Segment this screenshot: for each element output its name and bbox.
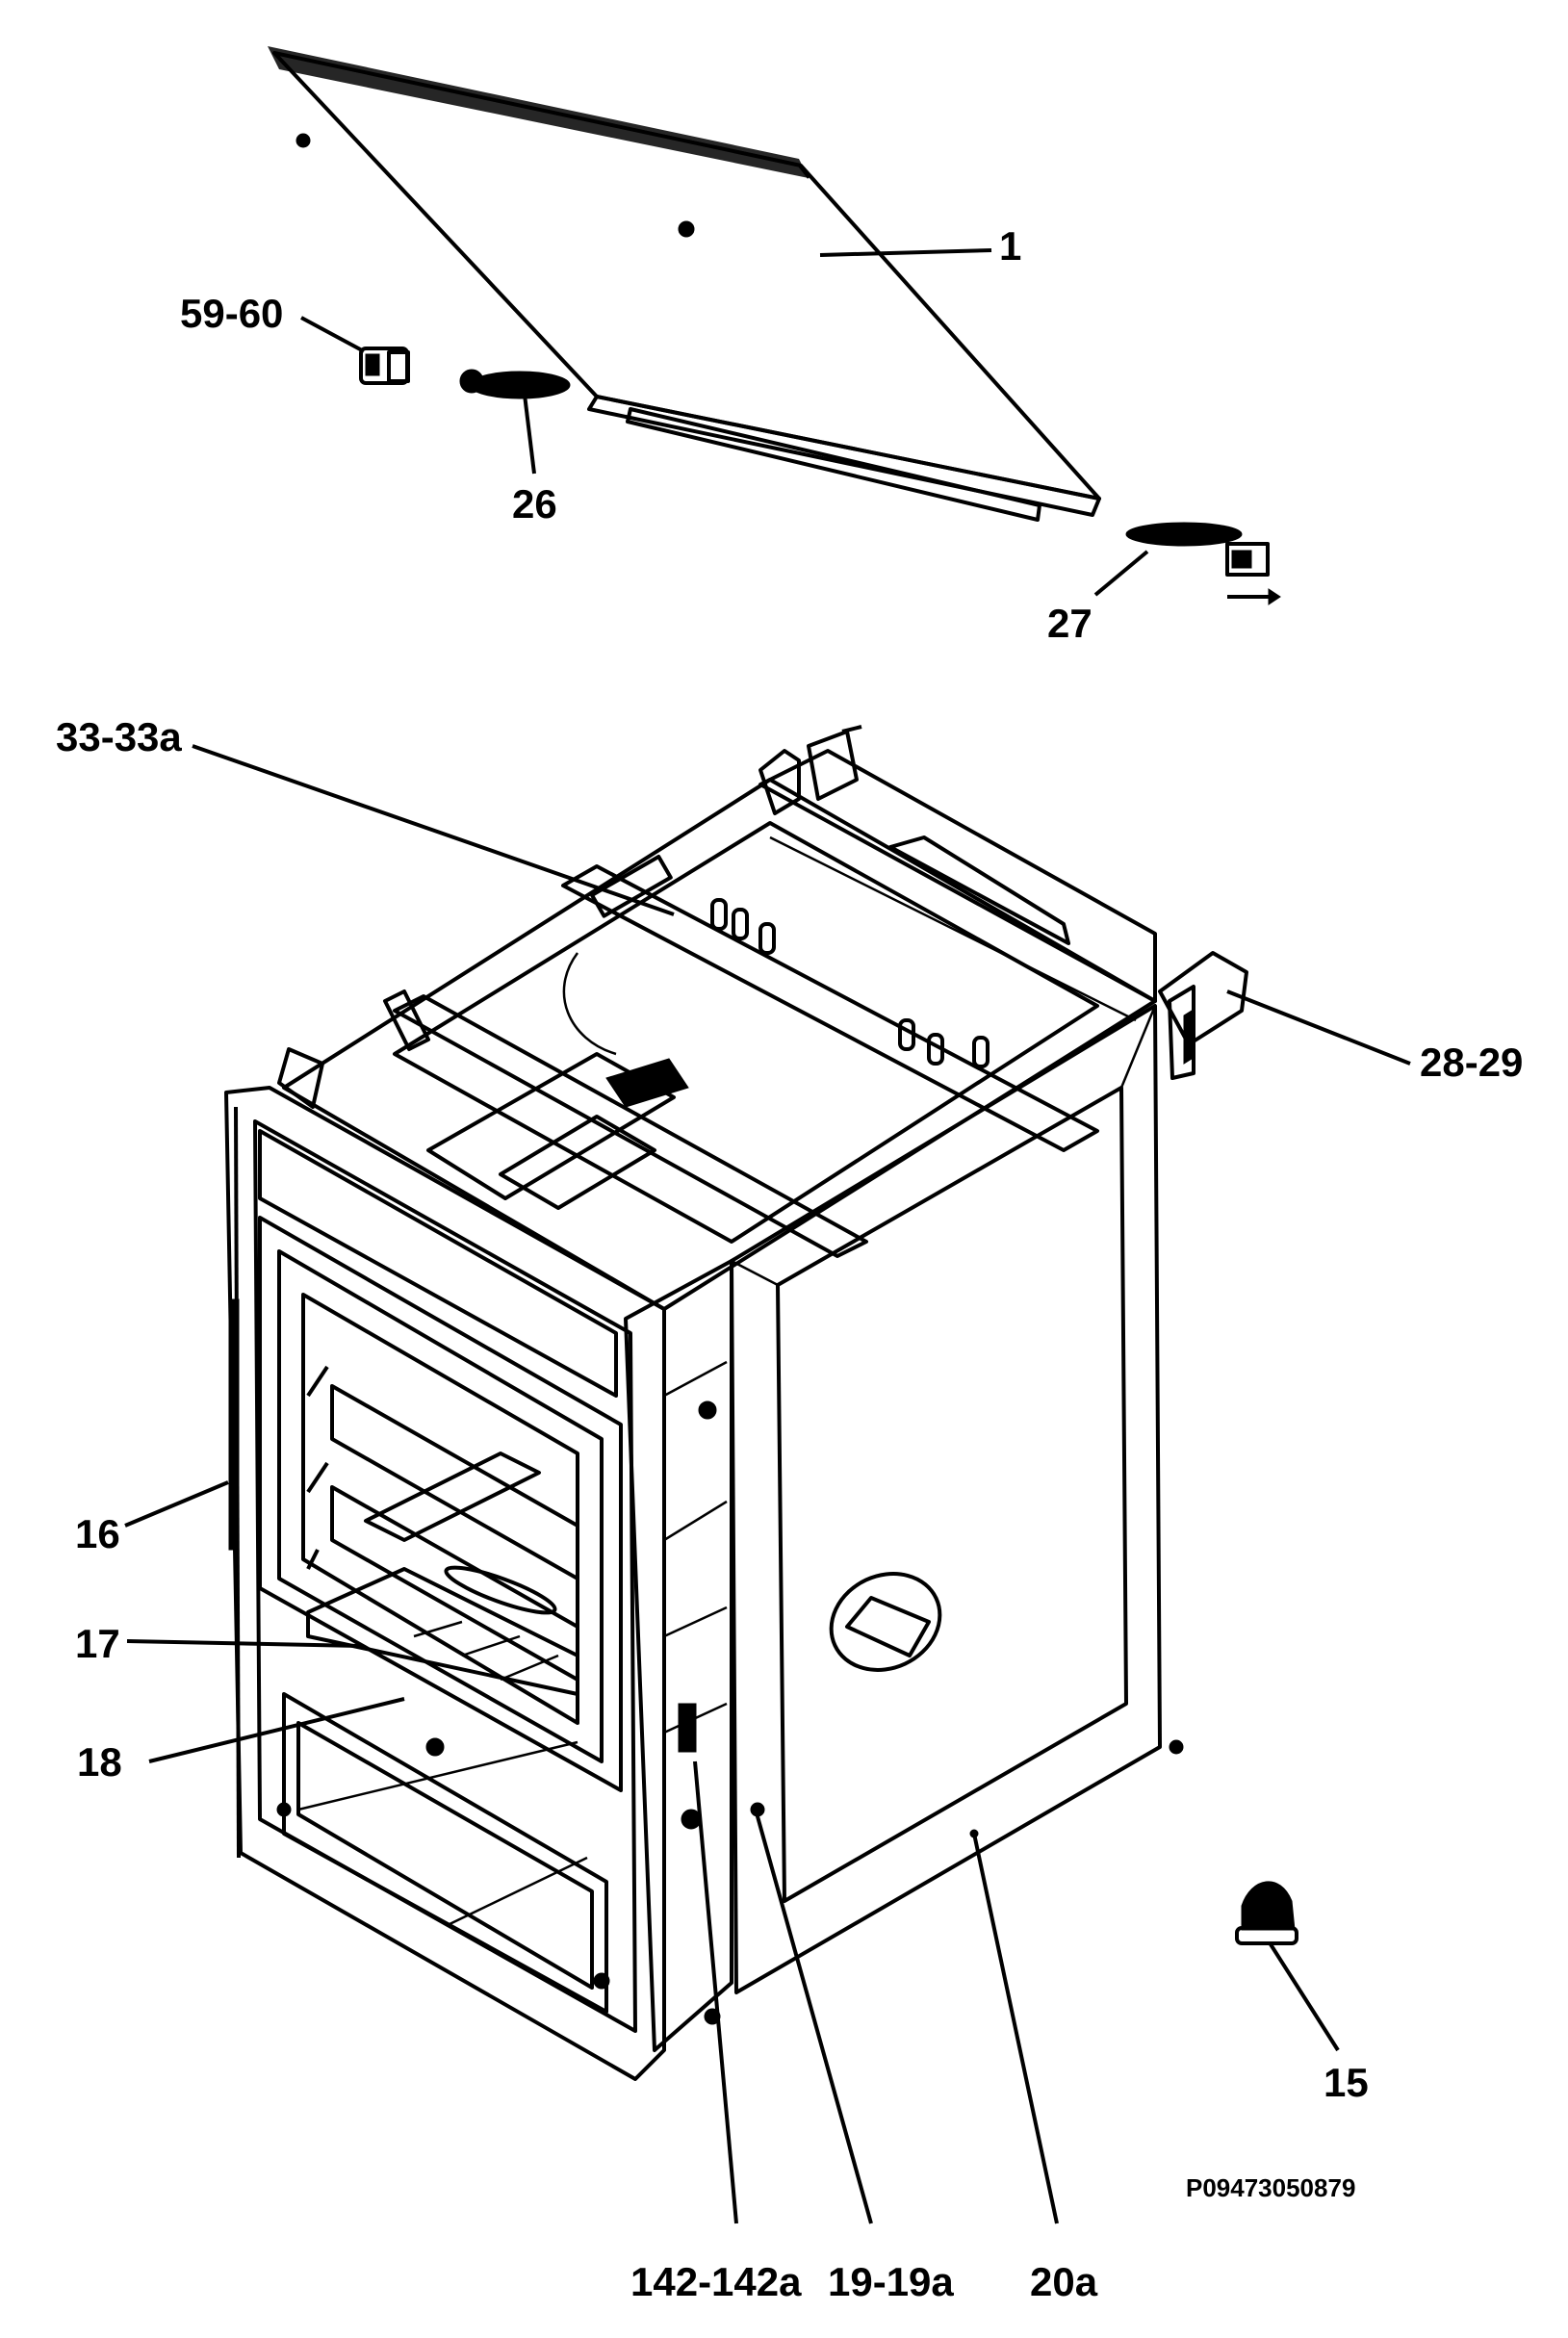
label-part-16: 16 xyxy=(75,1511,120,1556)
label-part-18: 18 xyxy=(77,1739,122,1785)
label-part-27: 27 xyxy=(1047,601,1092,646)
label-part-59-60: 59-60 xyxy=(180,291,283,336)
label-part-1: 1 xyxy=(999,223,1021,269)
rod-part-27 xyxy=(1125,522,1281,605)
oven-carcass xyxy=(224,725,1248,2081)
knob-part-15 xyxy=(1235,1881,1298,1945)
label-part-28-29: 28-29 xyxy=(1420,1040,1523,1085)
part-labels: 1 59-60 26 27 33-33a 28-29 16 17 18 15 P… xyxy=(56,223,1523,2304)
label-part-142-142a: 142-142a xyxy=(630,2259,802,2304)
leader-lines xyxy=(124,248,1411,2224)
drawing-code: P09473050879 xyxy=(1186,2173,1355,2202)
label-part-20a: 20a xyxy=(1030,2259,1098,2304)
top-panel-part xyxy=(268,46,1101,522)
label-part-19-19a: 19-19a xyxy=(828,2259,954,2304)
clip-part xyxy=(359,347,410,385)
label-part-26: 26 xyxy=(512,481,557,527)
rod-part-26 xyxy=(459,369,571,399)
label-part-17: 17 xyxy=(75,1621,120,1666)
label-part-33-33a: 33-33a xyxy=(56,714,182,759)
label-part-15: 15 xyxy=(1324,2060,1369,2105)
